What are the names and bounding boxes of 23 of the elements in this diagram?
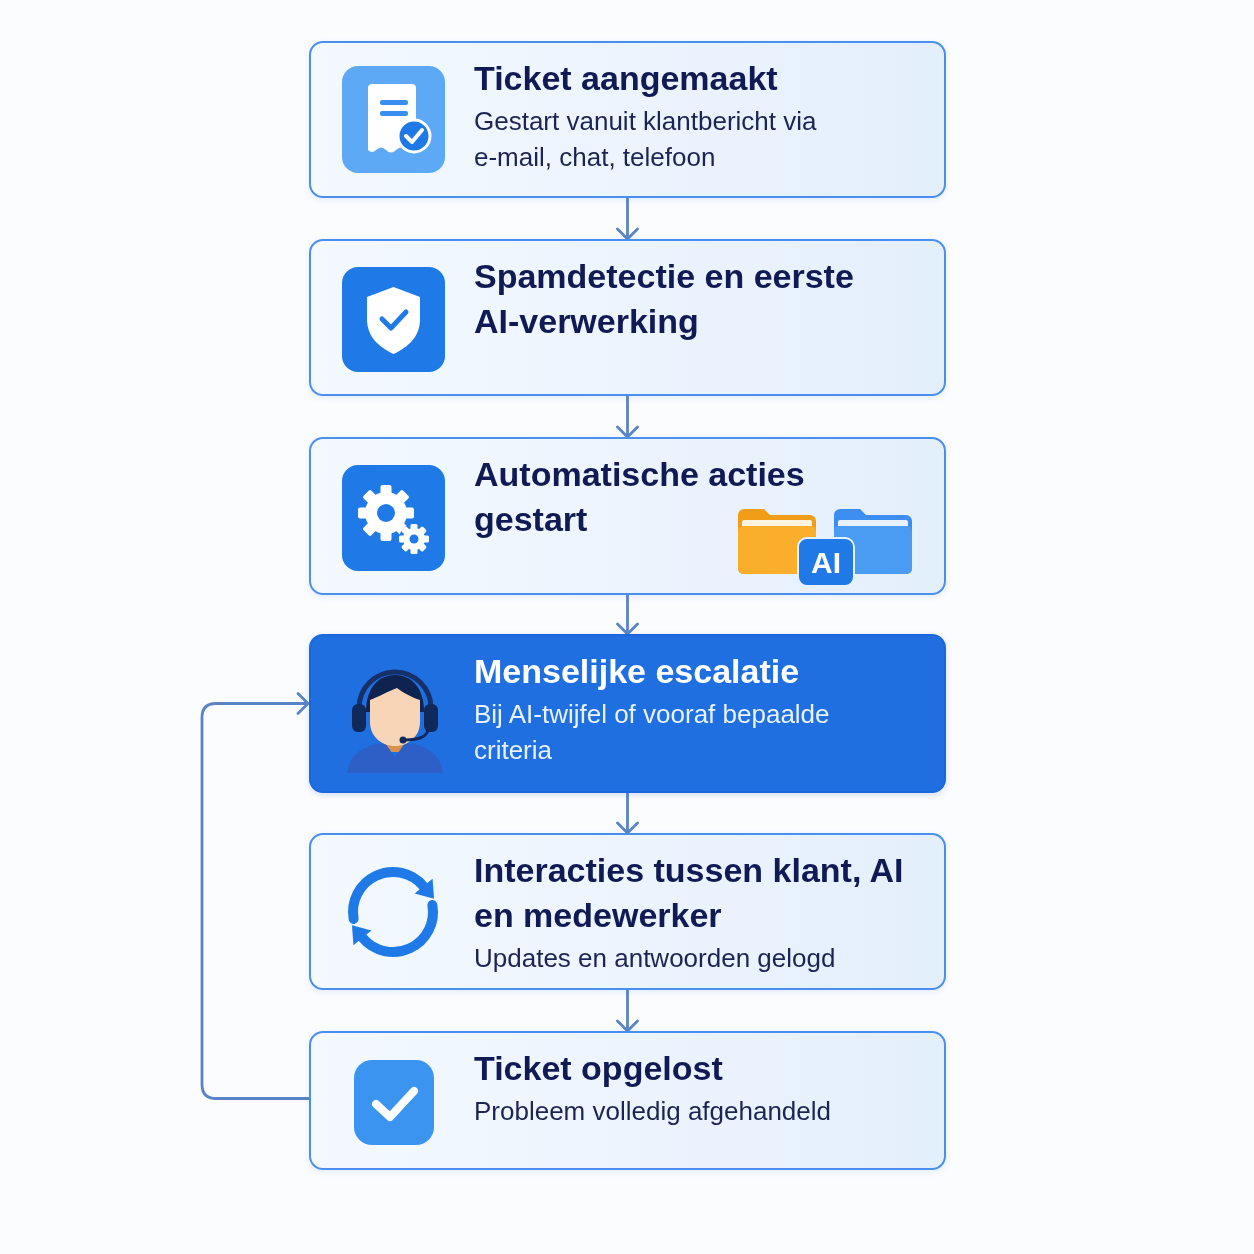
flow-arrow [616,595,639,636]
step-box [309,437,946,595]
step-description: Updates en antwoorden gelogd [474,942,837,975]
step-box [309,239,946,396]
flow-arrow [616,990,639,1033]
step-description: Probleem volledig afgehandeld [474,1095,833,1128]
step-box [309,1031,946,1170]
flow-arrow [616,396,639,439]
step-title: Automatische acties gestart [474,454,806,540]
flow-arrow [616,793,639,835]
loop-back-arrow [200,692,310,1100]
step-title: Ticket aangemaakt [474,58,779,99]
step-description: Bij AI-twijfel of vooraf bepaalde criteria [474,698,831,767]
flow-arrow [616,198,639,241]
step-title: Interacties tussen klant, AI en medewerker [474,850,905,936]
step-box [309,41,946,198]
step-title: Menselijke escalatie [474,651,801,692]
highlighted-step-box [309,634,946,793]
step-description: Gestart vanuit klantbericht via e-mail, chat, telefoon [474,105,818,174]
badge-label: AI [797,537,855,587]
step-title: Ticket opgelost [474,1048,724,1089]
step-title: Spamdetectie en eerste AI-verwerking [474,256,855,342]
step-box [309,833,946,990]
